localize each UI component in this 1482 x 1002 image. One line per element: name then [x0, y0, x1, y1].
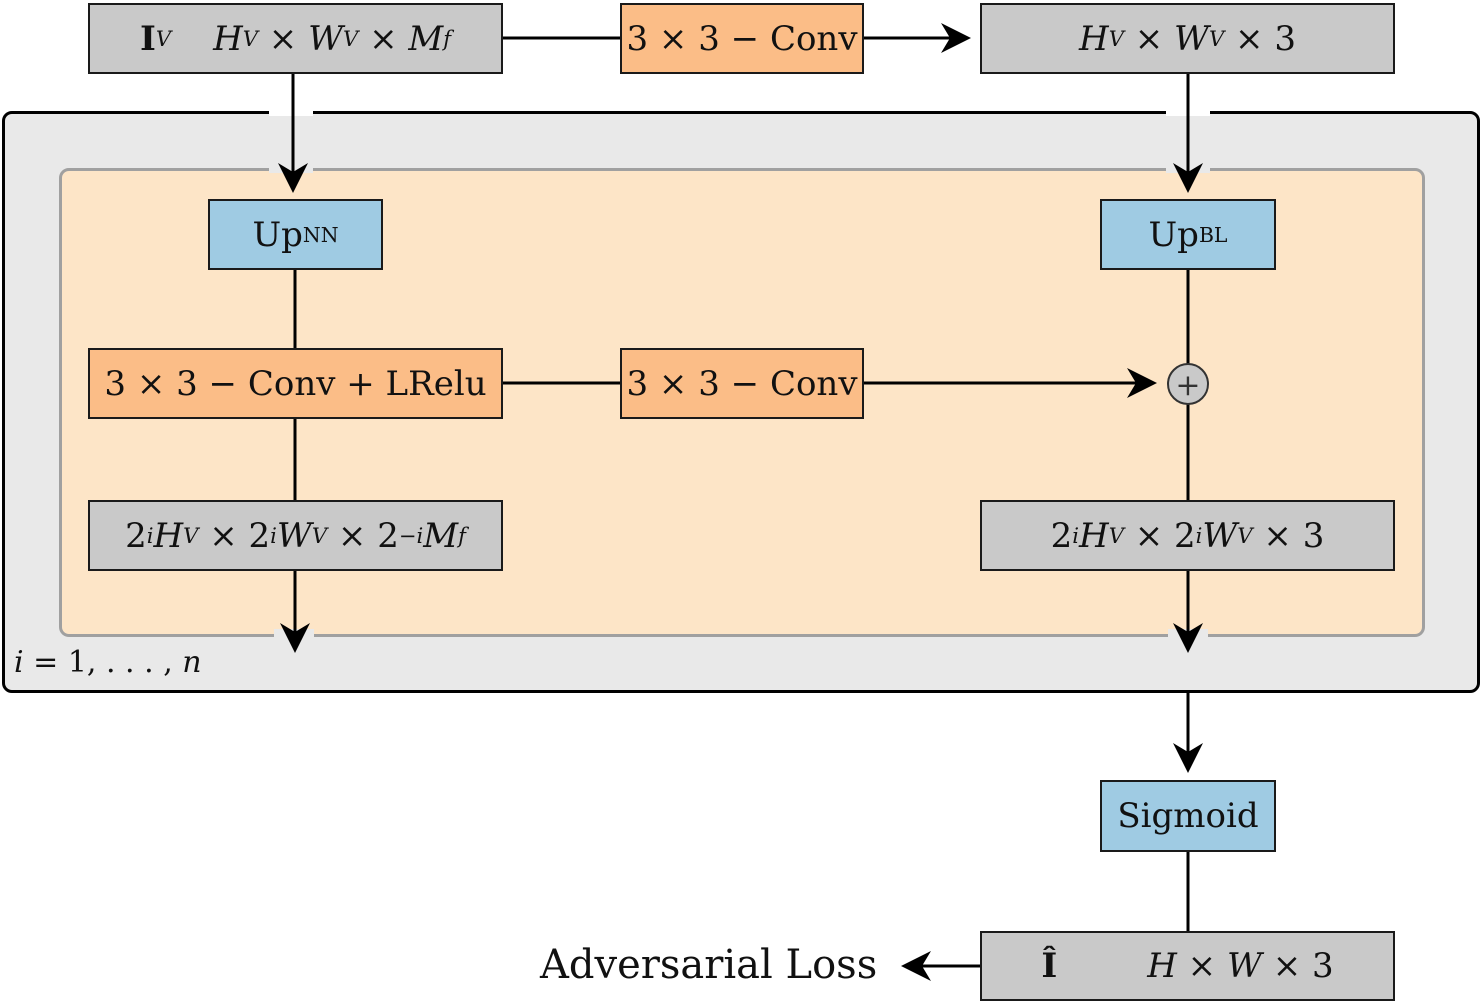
input-symbol: I [139, 18, 156, 59]
output-box: Î H × W × 3 [980, 931, 1395, 1001]
top-conv-box: 3 × 3 − Conv [620, 3, 864, 74]
plus-node [1167, 363, 1209, 405]
sigmoid-box: Sigmoid [1100, 780, 1276, 852]
plus-icon: + [1175, 368, 1200, 403]
iteration-label: i = 1, . . . , n [14, 645, 202, 680]
mid-conv-box: 3 × 3 − Conv [620, 348, 864, 419]
output-symbol: Î [1041, 946, 1058, 986]
conv-lrelu-box: 3 × 3 − Conv + LRelu [88, 348, 503, 419]
frame-gap [269, 106, 313, 116]
adversarial-loss-label: Adversarial Loss [540, 942, 878, 988]
